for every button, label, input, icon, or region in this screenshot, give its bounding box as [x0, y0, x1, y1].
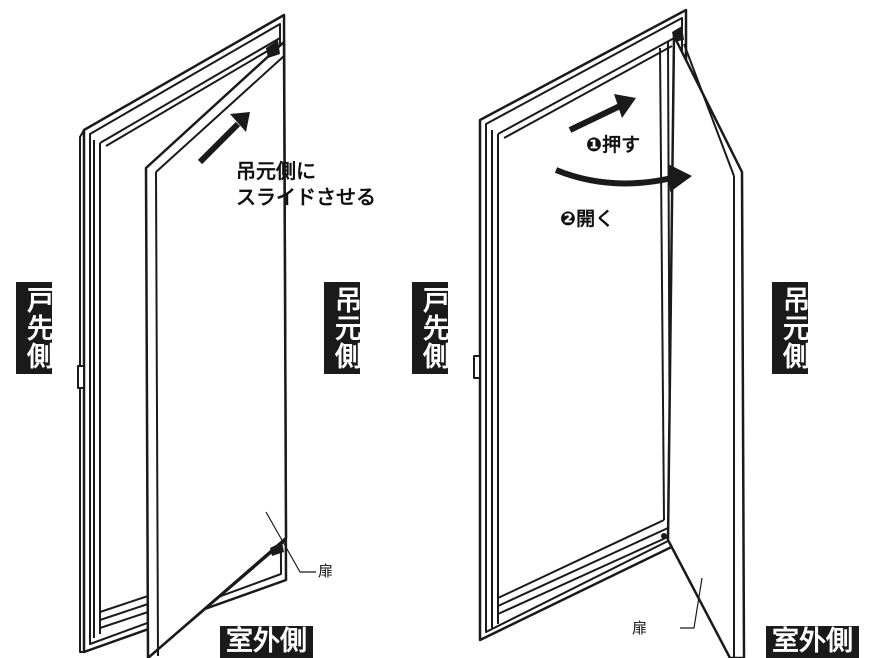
push-arrow	[568, 94, 636, 133]
right-hinge-side-label: 吊元側	[772, 282, 809, 374]
right-door-label: 扉	[632, 619, 648, 637]
right-door-frame	[473, 8, 688, 642]
step-1-push: ❶押す	[586, 134, 641, 156]
caption-line-2: スライドさせる	[236, 185, 376, 209]
left-door-tip-side-label: 戸先側	[16, 282, 53, 374]
left-hinge-side-label: 吊元側	[324, 282, 361, 374]
caption-line-1: 吊元側に	[236, 159, 316, 183]
right-door-sash-open	[666, 34, 746, 658]
right-door-tip-side-label: 戸先側	[412, 282, 449, 374]
left-door-label: 扉	[318, 562, 334, 580]
left-door-sash	[144, 40, 288, 658]
left-instruction-caption: 吊元側に スライドさせる	[236, 158, 376, 210]
right-outdoor-side-label: 室外側	[766, 626, 859, 658]
left-slide-arrow	[197, 112, 250, 165]
step-2-open: ❷開く	[560, 208, 615, 230]
right-door-leader	[680, 577, 703, 629]
left-outdoor-side-label: 室外側	[220, 626, 313, 658]
left-door-leader	[265, 511, 316, 573]
open-arrow	[554, 164, 692, 192]
